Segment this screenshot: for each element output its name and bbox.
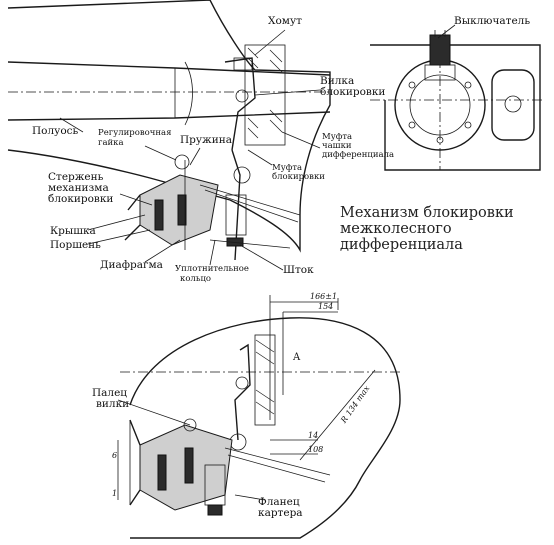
label-reg-1: Регулировочная <box>98 128 172 138</box>
title-line-1: Механизм блокировки <box>340 205 514 221</box>
dim-6: 6 <box>112 451 118 460</box>
label-vyklyuchatel: Выключатель <box>454 15 531 27</box>
label-sterzhen-1: Стержень <box>48 171 104 183</box>
label-sterzhen-2: механизма <box>48 182 109 194</box>
title-line-2: межколесного дифференциала <box>340 221 463 253</box>
label-sterzhen-3: блокировки <box>48 193 114 205</box>
axle-housing-top-view <box>7 0 331 261</box>
dim-166: 166±1 <box>310 292 338 301</box>
label-mufta-blok-2: блокировки <box>272 172 325 182</box>
label-kryshka: Крышка <box>50 225 96 237</box>
label-uplotn-1: Уплотнительное <box>175 264 249 274</box>
label-reg-2: гайка <box>98 138 124 148</box>
dim-14: 14 <box>308 431 319 440</box>
label-mufta-chashki-3: дифференциала <box>322 150 395 160</box>
dim-a: A <box>293 352 301 363</box>
switch-side-view <box>370 30 545 171</box>
label-porshen: Поршень <box>50 239 101 251</box>
label-palets-1: Палец <box>92 387 128 399</box>
dim-1: 1 <box>112 489 118 498</box>
diagram-title: Механизм блокировки межколесного диффере… <box>340 205 554 253</box>
dim-154: 154 <box>318 302 334 311</box>
label-flanets-2: картера <box>258 507 303 519</box>
label-khomut: Хомут <box>268 15 302 27</box>
label-mufta-chashki-1: Муфта <box>322 132 353 142</box>
label-mufta-chashki-2: чашки <box>322 141 352 151</box>
label-diafragma: Диафрагма <box>100 259 163 271</box>
dimensioned-view <box>117 295 401 539</box>
dim-108: 108 <box>308 445 324 454</box>
label-poluos: Полуось <box>32 125 79 137</box>
label-flanets-1: Фланец <box>258 496 300 508</box>
label-vilka-2: блокировки <box>320 86 386 98</box>
leader-lines <box>59 24 456 501</box>
label-pruzhina: Пружина <box>180 134 232 146</box>
label-mufta-blok-1: Муфта <box>272 163 303 173</box>
label-palets-2: вилки <box>96 398 130 410</box>
label-vilka-1: Вилка <box>320 75 355 87</box>
label-shtok: Шток <box>283 264 314 276</box>
label-uplotn-2: кольцо <box>180 274 212 284</box>
